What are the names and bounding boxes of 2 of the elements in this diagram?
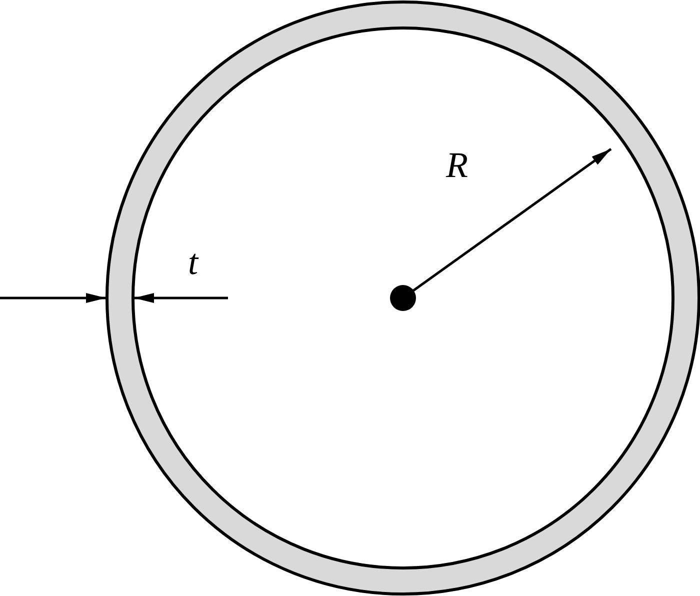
dimension-label: R — [446, 145, 468, 185]
dimension-label: t — [188, 242, 198, 282]
